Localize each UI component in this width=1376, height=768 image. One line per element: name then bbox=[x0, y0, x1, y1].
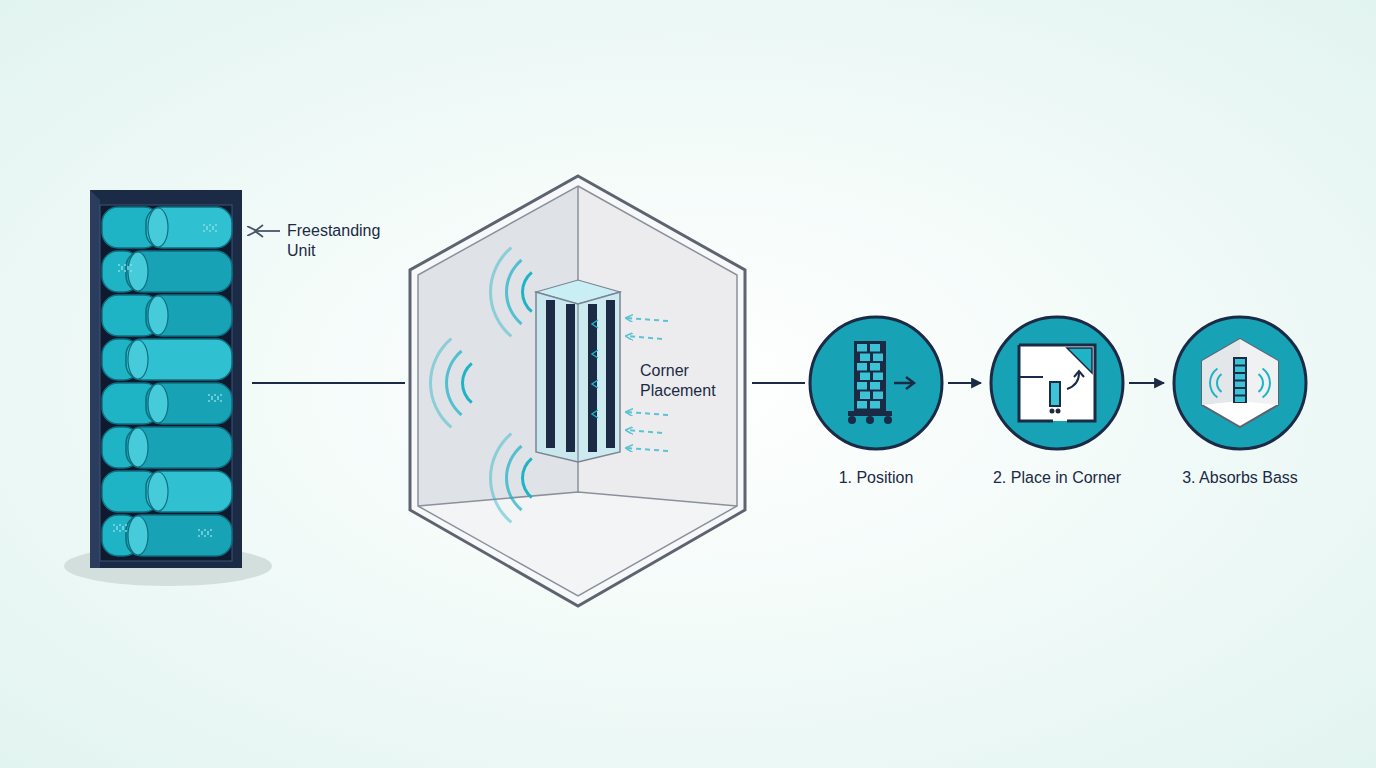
flow-arrow bbox=[1129, 382, 1164, 384]
sound-wave bbox=[429, 338, 452, 429]
sound-wave bbox=[521, 457, 533, 499]
incoming-sound bbox=[626, 318, 668, 321]
freestanding-unit-illustration bbox=[88, 188, 248, 580]
absorber-roll bbox=[146, 383, 232, 424]
absorber-roll bbox=[126, 251, 232, 292]
floor bbox=[418, 492, 737, 596]
step-circle-illustration bbox=[989, 315, 1125, 451]
connector-line bbox=[252, 382, 405, 384]
floor-plan-icon bbox=[1019, 345, 1095, 421]
step-circle: 2. Place in Corner bbox=[989, 315, 1125, 451]
sound-wave bbox=[445, 350, 463, 416]
unit-frame bbox=[90, 190, 242, 568]
corner-unit bbox=[536, 292, 620, 462]
absorber-roll bbox=[146, 471, 232, 512]
step-circle-shape bbox=[991, 317, 1123, 449]
absorber-roll bbox=[126, 427, 232, 468]
step-circle: 3. Absorbs Bass bbox=[1172, 315, 1308, 451]
incoming-sound bbox=[626, 412, 668, 415]
incoming-sound bbox=[626, 336, 662, 339]
room-outline bbox=[410, 176, 745, 606]
step-circle-shape bbox=[1174, 317, 1306, 449]
step-caption: 1. Position bbox=[766, 468, 986, 488]
sound-wave bbox=[461, 362, 473, 404]
sound-wave bbox=[489, 433, 512, 524]
step-circle: 1. Position bbox=[808, 315, 944, 451]
step-caption: 3. Absorbs Bass bbox=[1130, 468, 1350, 488]
unit-icon bbox=[854, 341, 886, 411]
left-wall bbox=[418, 186, 578, 506]
room-icon bbox=[1202, 339, 1278, 427]
absorber-roll bbox=[146, 207, 232, 248]
connector-line bbox=[752, 382, 805, 384]
placement-label: Corner Placement bbox=[640, 361, 736, 401]
incoming-sound bbox=[626, 430, 662, 433]
step-caption: 2. Place in Corner bbox=[947, 468, 1167, 488]
sound-wave bbox=[505, 259, 523, 325]
callout-label: Freestanding Unit bbox=[287, 221, 399, 261]
sound-wave bbox=[521, 271, 533, 313]
step-circle-shape bbox=[810, 317, 942, 449]
absorber-roll bbox=[126, 515, 232, 556]
absorber-roll bbox=[146, 295, 232, 336]
absorber-roll bbox=[126, 339, 232, 380]
leader-arrow bbox=[256, 230, 280, 232]
corner-room: Corner Placement bbox=[408, 168, 748, 598]
incoming-sound bbox=[626, 448, 668, 451]
sound-wave bbox=[505, 445, 523, 511]
flow-arrow bbox=[948, 382, 981, 384]
step-circle-illustration bbox=[1172, 315, 1308, 451]
freestanding-unit: Freestanding Unit bbox=[88, 188, 248, 580]
step-circle-illustration bbox=[808, 315, 944, 451]
sound-wave bbox=[489, 247, 512, 338]
